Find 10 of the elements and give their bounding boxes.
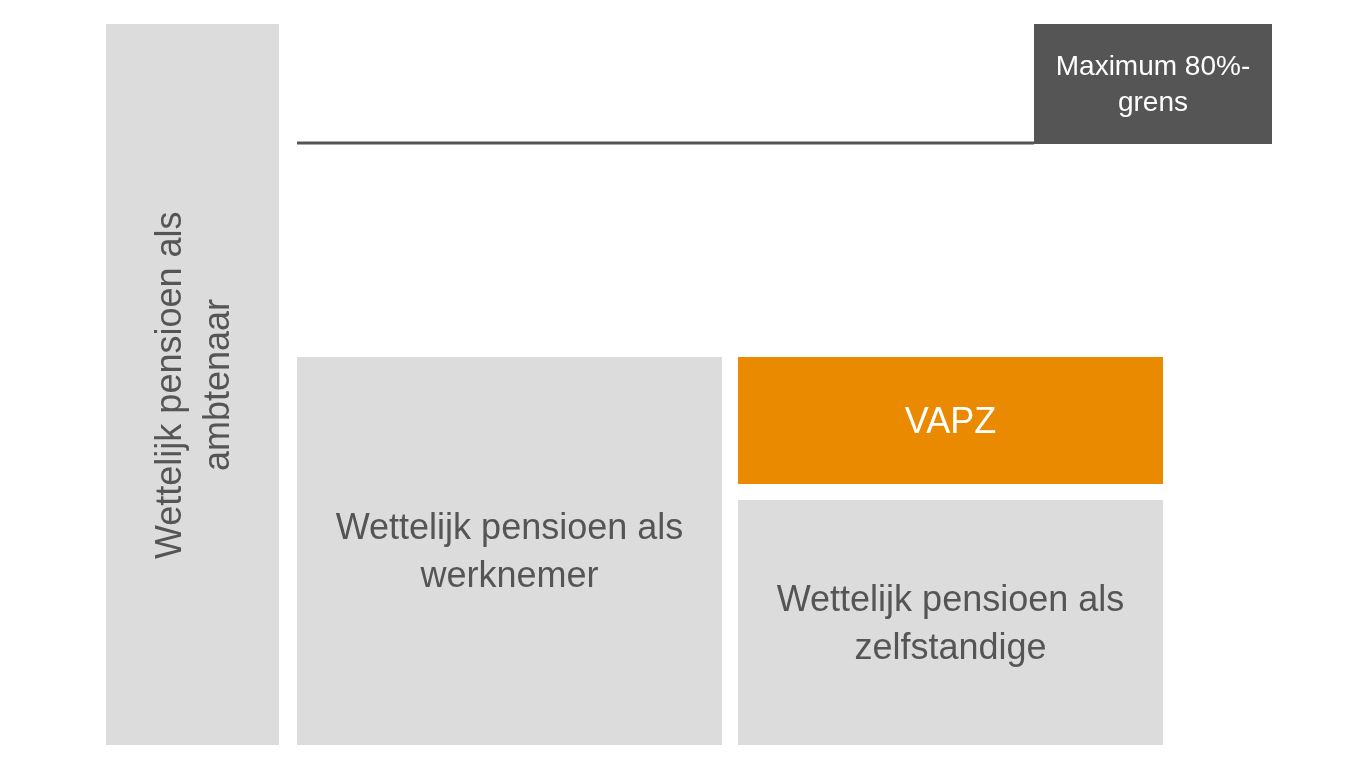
pillar-label: Wettelijk pensioen als zelfstandige	[775, 576, 1126, 669]
pillar-label: Wettelijk pensioen als werknemer	[334, 505, 685, 597]
pillar-box	[297, 357, 722, 745]
pillar-label: Wettelijk pensioen als ambtenaar	[146, 209, 238, 561]
pillar-box	[738, 500, 1163, 745]
limit-box	[1034, 24, 1272, 144]
pillar-box	[738, 357, 1163, 484]
pillar-label: VAPZ	[903, 398, 998, 443]
pillar-box	[106, 24, 279, 745]
limit-label: Maximum 80%-grens	[1054, 49, 1252, 119]
